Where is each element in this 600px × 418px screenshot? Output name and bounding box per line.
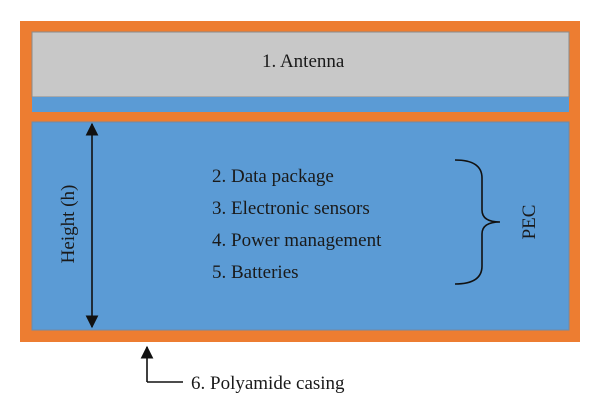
power-management-label: 4. Power management: [212, 230, 382, 251]
batteries-label: 5. Batteries: [212, 262, 299, 283]
antenna-gap-strip: [32, 97, 569, 112]
separator-bar: [20, 112, 580, 122]
casing-label: 6. Polyamide casing: [191, 373, 345, 394]
data-package-label: 2. Data package: [212, 166, 334, 187]
pec-brace: [454, 159, 501, 285]
electronics-compartment: [31, 121, 570, 331]
electronic-sensors-label: 3. Electronic sensors: [212, 198, 370, 219]
pec-label: PEC: [519, 205, 540, 240]
antenna-compartment: [31, 31, 570, 98]
antenna-label: 1. Antenna: [262, 51, 345, 72]
height-label: Height (h): [58, 185, 79, 264]
